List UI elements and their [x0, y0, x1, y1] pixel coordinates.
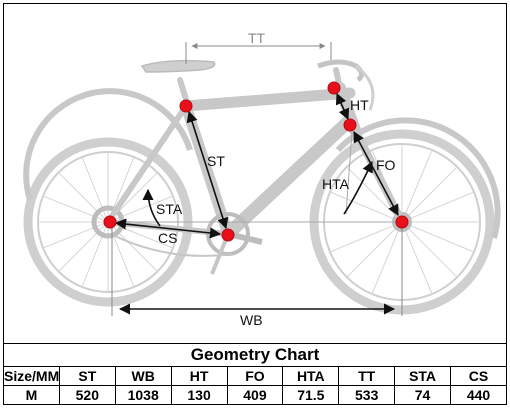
seat-tube-top-marker — [179, 99, 193, 113]
table-header: ST — [58, 366, 116, 386]
table-header: HTA — [282, 366, 340, 386]
table-header: HT — [170, 366, 228, 386]
table-header: WB — [114, 366, 172, 386]
ht-arrow — [335, 92, 350, 121]
table-header: FO — [226, 366, 284, 386]
table-title-row: Geometry Chart — [3, 343, 507, 367]
table-header: STA — [394, 366, 451, 386]
table-cell: 74 — [394, 385, 451, 405]
table-cell: 409 — [226, 385, 284, 405]
table-header: Size/MM — [3, 366, 60, 386]
head-tube-top-marker — [327, 81, 341, 95]
geometry-markers — [103, 81, 409, 242]
sta-arc-arrow — [142, 188, 161, 227]
saddle — [140, 59, 216, 73]
frame-tubes — [105, 67, 406, 241]
fo-arrow — [353, 131, 399, 216]
table-cell: 130 — [170, 385, 228, 405]
hta-arc-arrow — [343, 160, 373, 215]
fo-label: FO — [376, 157, 396, 173]
wb-label: WB — [240, 312, 263, 328]
bicycle-illustration — [23, 59, 501, 315]
table-cell: 533 — [338, 385, 396, 405]
tt-label: TT — [248, 30, 266, 46]
cs-arrow — [114, 218, 222, 239]
table-cell: 1038 — [114, 385, 172, 405]
table-header: CS — [450, 366, 507, 386]
st-arrow — [186, 110, 229, 230]
sta-label: STA — [156, 201, 183, 217]
hta-label: HTA — [322, 176, 350, 192]
bottom-bracket-marker — [221, 228, 235, 242]
table-row: M 520 1038 130 409 71.5 533 74 440 — [3, 385, 507, 405]
table-cell: M — [3, 385, 60, 405]
measurement-arrows — [114, 92, 399, 315]
geometry-table: Geometry Chart Size/MM ST WB HT FO HTA T… — [3, 343, 507, 405]
table-cell: 71.5 — [282, 385, 340, 405]
front-axle-marker — [395, 215, 409, 229]
st-label: ST — [207, 153, 225, 169]
table-title: Geometry Chart — [3, 343, 507, 367]
rear-fender — [23, 88, 193, 201]
table-cell: 440 — [450, 385, 507, 405]
front-fender — [335, 117, 501, 239]
cs-label: CS — [158, 230, 177, 246]
head-tube-bottom-marker — [343, 118, 357, 132]
table-header-row: Size/MM ST WB HT FO HTA TT STA CS — [3, 366, 507, 386]
table-header: TT — [338, 366, 396, 386]
ht-label: HT — [350, 97, 369, 113]
rear-axle-marker — [103, 215, 117, 229]
table-cell: 520 — [58, 385, 116, 405]
